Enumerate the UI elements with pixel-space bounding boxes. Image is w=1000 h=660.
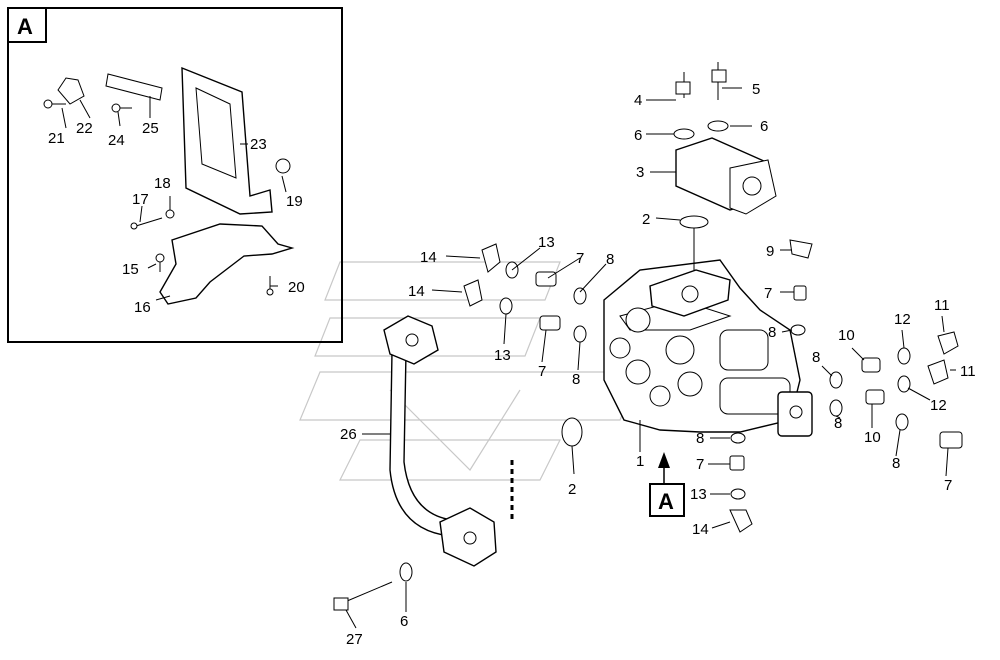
callout-8-far-right: 8 <box>892 455 900 472</box>
callout-7-far-right: 7 <box>944 477 952 494</box>
leader-lines <box>61 87 956 629</box>
callout-6-top-left: 6 <box>634 127 642 144</box>
callout-11-upper: 11 <box>934 297 950 314</box>
callout-11-lower: 11 <box>960 363 976 380</box>
detail-a-label: A <box>17 14 33 39</box>
callout-19: 19 <box>286 193 303 210</box>
callout-6-top-right: 6 <box>760 118 768 135</box>
callout-10-lower: 10 <box>864 429 881 446</box>
callout-7-bottom: 7 <box>696 456 704 473</box>
callout-4: 4 <box>634 92 642 109</box>
callout-7-upper: 7 <box>576 250 584 267</box>
callout-14-upper: 14 <box>420 249 437 266</box>
callout-12-lower: 12 <box>930 397 947 414</box>
callout-8-bottom: 8 <box>696 430 704 447</box>
fittings-right <box>729 239 963 533</box>
callout-13-lower: 13 <box>494 347 511 364</box>
callout-10-upper: 10 <box>838 327 855 344</box>
callout-24: 24 <box>108 132 125 149</box>
callouts: 21 22 24 25 23 19 18 17 15 16 20 4 5 6 6… <box>48 81 976 648</box>
callout-13-upper: 13 <box>538 234 555 251</box>
callout-3: 3 <box>636 164 644 181</box>
pipe-assembly <box>333 315 583 611</box>
fittings-left <box>463 243 587 343</box>
callout-2-bottom: 2 <box>568 481 576 498</box>
callout-26: 26 <box>340 426 357 443</box>
top-manifold <box>673 62 777 229</box>
callout-21: 21 <box>48 130 65 147</box>
callout-18: 18 <box>154 175 171 192</box>
callout-8-lower: 8 <box>572 371 580 388</box>
watermark-logo <box>299 261 641 481</box>
callout-14-lower: 14 <box>408 283 425 300</box>
callout-2-top: 2 <box>642 211 650 228</box>
callout-22: 22 <box>76 120 93 137</box>
bracket-frame <box>43 66 295 305</box>
callout-27: 27 <box>346 631 363 648</box>
callout-7-right-top: 7 <box>764 285 772 302</box>
callout-23: 23 <box>250 136 267 153</box>
callout-8-right-mid: 8 <box>812 349 820 366</box>
view-a-label: A <box>658 489 674 514</box>
callout-16: 16 <box>134 299 151 316</box>
callout-5: 5 <box>752 81 760 98</box>
callout-8-right-top: 8 <box>768 324 776 341</box>
callout-14-bottom: 14 <box>692 521 709 538</box>
callout-25: 25 <box>142 120 159 137</box>
callout-20: 20 <box>288 279 305 296</box>
callout-7-lower: 7 <box>538 363 546 380</box>
view-marker-a: A <box>649 452 685 517</box>
callout-6-bottom: 6 <box>400 613 408 630</box>
callout-8-upper: 8 <box>606 251 614 268</box>
callout-17: 17 <box>132 191 149 208</box>
callout-9: 9 <box>766 243 774 260</box>
callout-1: 1 <box>636 453 644 470</box>
detail-a-frame: A <box>7 7 343 343</box>
callout-8-right-low: 8 <box>834 415 842 432</box>
callout-13-bottom: 13 <box>690 486 707 503</box>
callout-12-upper: 12 <box>894 311 911 328</box>
valve-block <box>603 259 813 437</box>
callout-15: 15 <box>122 261 139 278</box>
